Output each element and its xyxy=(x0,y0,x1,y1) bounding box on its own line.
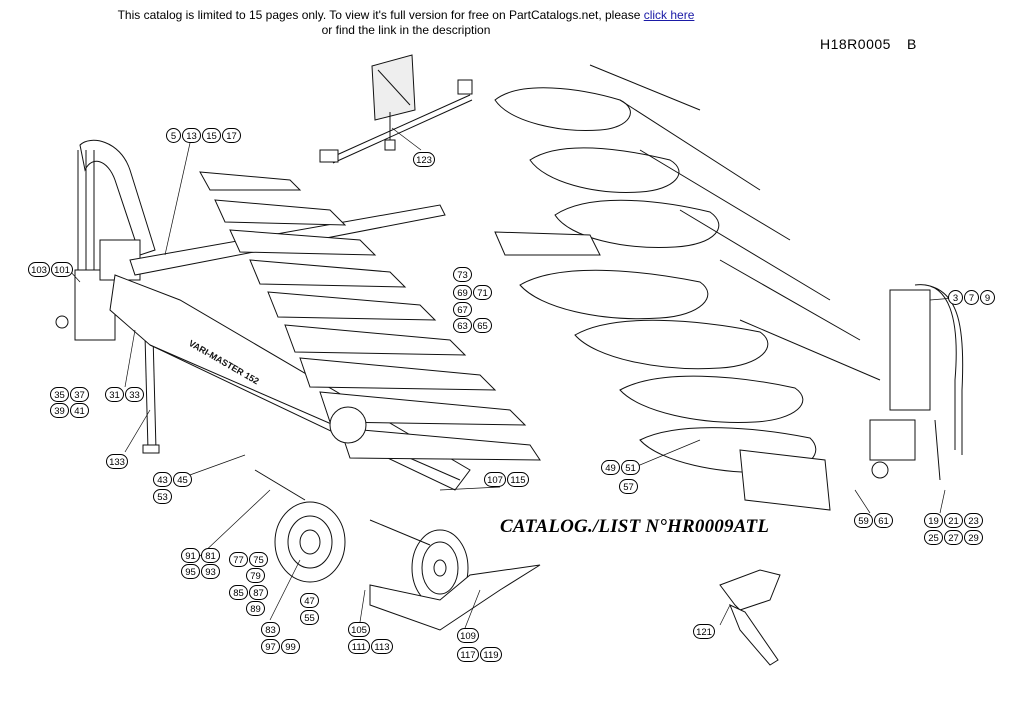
callout-55: 55 xyxy=(300,610,320,626)
callout-79: 79 xyxy=(246,568,266,584)
share-detail xyxy=(719,569,781,666)
banner-line2: or find the link in the description xyxy=(321,23,491,37)
right-plough-bodies xyxy=(494,64,881,511)
callout-73: 73 xyxy=(453,267,473,283)
callout-47: 47 xyxy=(300,593,320,609)
click-here-link[interactable]: click here xyxy=(643,8,695,22)
callout-109: 109 xyxy=(457,628,480,644)
marker-arm-assembly xyxy=(319,54,473,164)
callout-53: 53 xyxy=(153,489,173,505)
callout-123: 123 xyxy=(413,152,436,168)
catalog-limit-banner: This catalog is limited to 15 pages only… xyxy=(0,8,812,38)
callout-121: 121 xyxy=(693,624,716,640)
callout-133: 133 xyxy=(106,454,129,470)
gauge-wheel-assembly xyxy=(254,406,541,631)
callout-83: 83 xyxy=(261,622,281,638)
revision-letter: B xyxy=(906,36,917,52)
left-plough-bodies xyxy=(199,171,541,461)
catalog-list-number: CATALOG./LIST N°HR0009ATL xyxy=(500,516,770,537)
banner-text: This catalog is limited to 15 pages only… xyxy=(117,8,644,22)
callout-89: 89 xyxy=(246,601,266,617)
callout-67: 67 xyxy=(453,302,473,318)
callout-105: 105 xyxy=(348,622,371,638)
headstock-right xyxy=(869,284,964,481)
callout-57: 57 xyxy=(619,479,639,495)
leader-lines xyxy=(68,127,955,629)
document-number: H18R0005 xyxy=(820,36,891,52)
document-code: H18R0005 B xyxy=(820,36,917,52)
